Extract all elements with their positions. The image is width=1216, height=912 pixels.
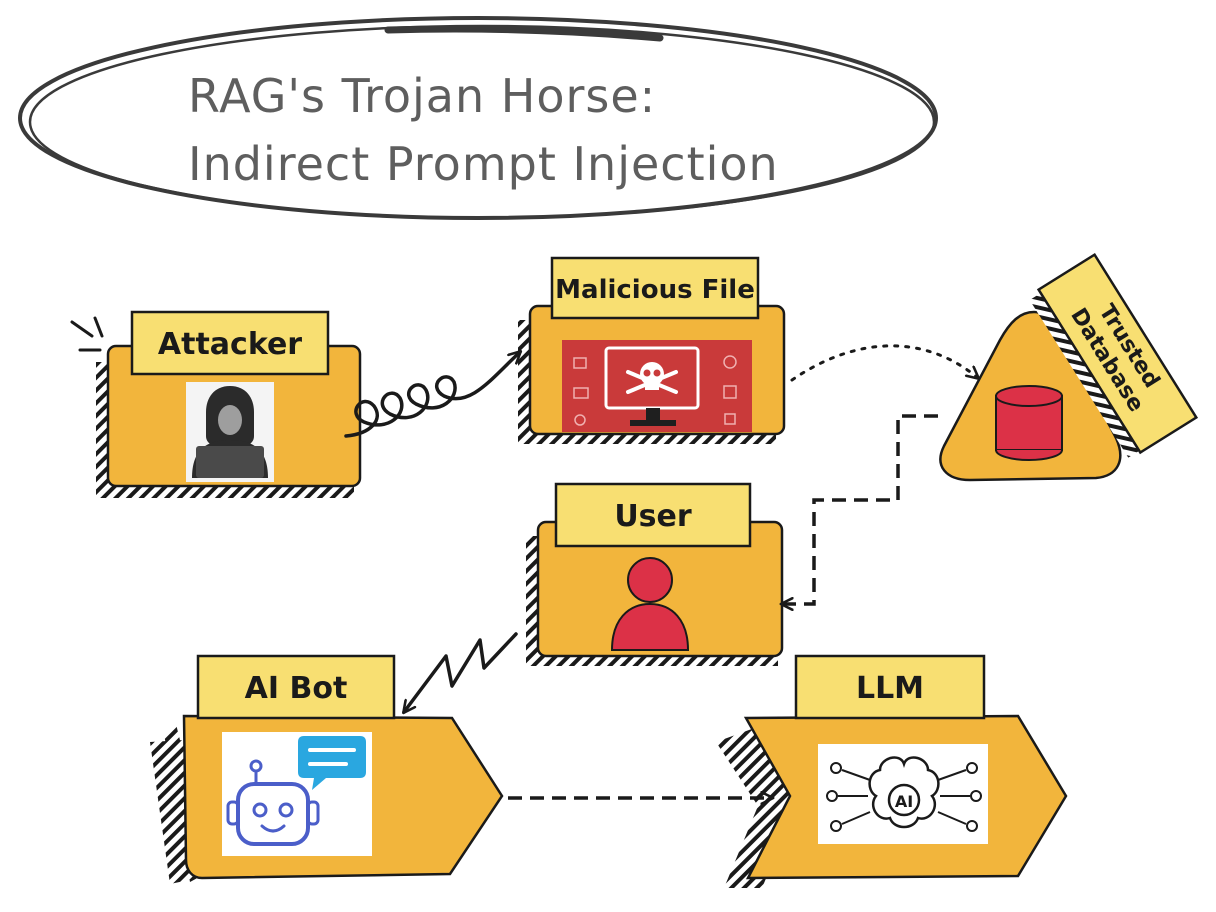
malicious-file-label: Malicious File <box>555 275 755 305</box>
attacker-to-file-arrow <box>344 352 520 438</box>
alert-strokes-icon <box>70 316 104 352</box>
llm-chip-text: AI <box>895 792 913 811</box>
llm-node: LLM AI <box>716 654 1068 888</box>
ai-bot-node: AI Bot <box>150 654 504 884</box>
title-line-2: Indirect Prompt Injection <box>188 137 779 191</box>
database-icon <box>995 385 1063 461</box>
file-to-database-arrow <box>790 344 978 382</box>
brain-ai-icon: AI <box>818 744 988 844</box>
attacker-node: Attacker <box>70 310 362 498</box>
skull-monitor-icon <box>562 340 752 432</box>
user-label: User <box>614 499 692 534</box>
malicious-file-node: Malicious File <box>518 256 786 444</box>
attacker-label: Attacker <box>158 327 302 362</box>
hacker-icon <box>186 382 274 482</box>
title-line-1: RAG's Trojan Horse: <box>188 69 656 123</box>
llm-label: LLM <box>856 671 924 706</box>
trusted-database-node: Trusted Database <box>939 252 1199 482</box>
user-node: User <box>526 482 784 666</box>
title-banner: RAG's Trojan Horse: Indirect Prompt Inje… <box>18 16 938 220</box>
database-to-user-arrow <box>782 414 938 604</box>
robot-chat-icon <box>222 732 372 856</box>
ai-bot-label: AI Bot <box>245 671 348 706</box>
user-to-bot-arrow <box>404 632 518 712</box>
user-icon <box>610 557 690 651</box>
